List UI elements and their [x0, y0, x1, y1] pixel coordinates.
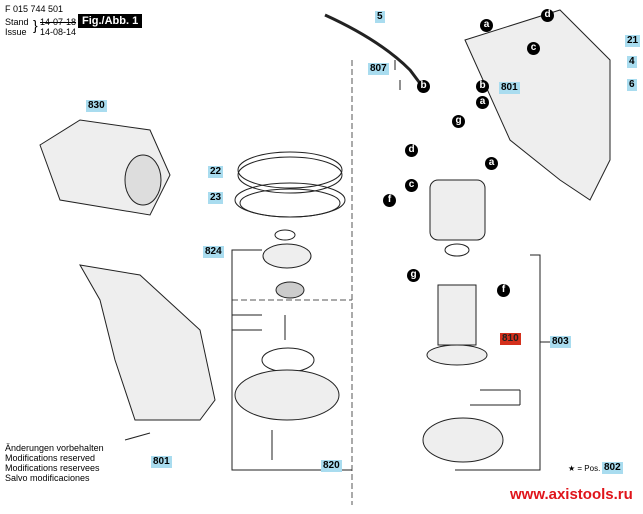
ref-letter: a: [480, 19, 493, 32]
part-801-top-label[interactable]: 801: [499, 82, 520, 94]
ref-letter: d: [405, 144, 418, 157]
note-fr: Modifications reservees: [5, 463, 100, 473]
note-en: Modifications reserved: [5, 453, 96, 463]
part-23-label[interactable]: 23: [208, 192, 224, 204]
figure-label: Fig./Abb. 1: [78, 14, 143, 28]
stand-label: Stand: [5, 17, 29, 27]
part-824-label[interactable]: 824: [203, 246, 224, 258]
ref-letter: a: [476, 96, 489, 109]
ref-letter: b: [476, 80, 489, 93]
ref-letter: b: [417, 80, 430, 93]
part-801-bottom-label[interactable]: 801: [151, 456, 172, 468]
ref-letter: c: [405, 179, 418, 192]
part-6-label[interactable]: 6: [627, 79, 637, 91]
part-820-label[interactable]: 820: [321, 460, 342, 472]
star-legend: ★ = Pos.: [568, 464, 601, 473]
ref-letter: d: [541, 9, 554, 22]
ref-letter: c: [527, 42, 540, 55]
part-830-label[interactable]: 830: [86, 100, 107, 112]
ref-letter: a: [485, 157, 498, 170]
part-21-label[interactable]: 21: [625, 35, 641, 47]
part-4-label[interactable]: 4: [627, 56, 637, 68]
part-803-label[interactable]: 803: [550, 336, 571, 348]
ref-letter: g: [407, 269, 420, 282]
part-807-label[interactable]: 807: [368, 63, 389, 75]
doc-number: F 015 744 501: [5, 4, 64, 14]
ref-letter: f: [383, 194, 396, 207]
ref-letter: g: [452, 115, 465, 128]
watermark: www.axistools.ru: [510, 486, 633, 503]
old-date: 14-07-18: [40, 17, 77, 27]
part-802-label[interactable]: 802: [602, 462, 623, 474]
part-22-label[interactable]: 22: [208, 166, 224, 178]
ref-letter: f: [497, 284, 510, 297]
note-de: Änderungen vorbehalten: [5, 443, 104, 453]
housing-830: [39, 119, 171, 216]
part-5-label[interactable]: 5: [375, 11, 385, 23]
part-810-label[interactable]: 810: [500, 333, 521, 345]
issue-date: 14-08-14: [40, 27, 77, 37]
issue-label: Issue: [5, 27, 27, 37]
note-es: Salvo modificaciones: [5, 473, 90, 483]
